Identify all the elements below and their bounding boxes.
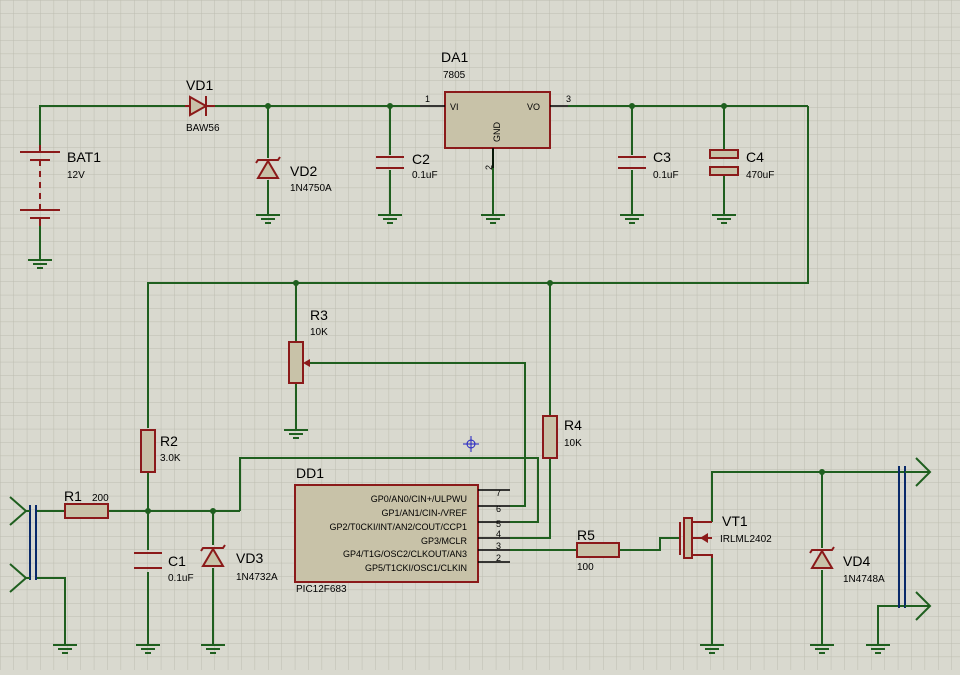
vd2-value: 1N4750A: [290, 183, 332, 194]
battery-bat1[interactable]: BAT1 12V: [20, 145, 101, 226]
capacitor-c2[interactable]: C2 0.1uF: [376, 151, 438, 181]
dd1-pin-number: 3: [496, 541, 501, 551]
capacitor-c1[interactable]: C1 0.1uF: [134, 552, 194, 584]
da1-value: 7805: [443, 70, 466, 81]
vt1-value: IRLML2402: [720, 534, 772, 545]
c2-value: 0.1uF: [412, 170, 438, 181]
c4-value: 470uF: [746, 170, 774, 181]
vd3-value: 1N4732A: [236, 572, 278, 583]
vd2-ref: VD2: [290, 163, 317, 179]
dd1-pin-name: GP4/T1G/OSC2/CLKOUT/AN3: [343, 549, 467, 559]
bat1-value: 12V: [67, 170, 85, 181]
r5-ref: R5: [577, 527, 595, 543]
r1-value: 200: [92, 493, 109, 504]
dd1-pin-name: GP5/T1CKI/OSC1/CLKIN: [365, 563, 467, 573]
potentiometer-r3[interactable]: R3 10K: [288, 307, 328, 384]
r3-value: 10K: [310, 327, 328, 338]
vd1-value: BAW56: [186, 123, 220, 134]
r5-value: 100: [577, 562, 594, 573]
regulator-da1[interactable]: DA1 7805 VI VO GND 1 3 2: [420, 49, 571, 170]
dd1-ref: DD1: [296, 465, 324, 481]
resistor-r1[interactable]: R1 200: [64, 488, 109, 519]
dd1-pin-number: 4: [496, 529, 501, 539]
c1-ref: C1: [168, 553, 186, 569]
dd1-pin-number: 6: [496, 504, 501, 514]
resistor-r5[interactable]: R5 100: [576, 527, 620, 573]
mosfet-vt1[interactable]: VT1 IRLML2402: [679, 513, 772, 559]
da1-pin-gnd: GND: [492, 122, 502, 143]
vt1-ref: VT1: [722, 513, 748, 529]
da1-pin2-num: 2: [484, 165, 494, 170]
vd4-value: 1N4748A: [843, 574, 885, 585]
r2-ref: R2: [160, 433, 178, 449]
dd1-pin-name: GP0/AN0/CIN+/ULPWU: [371, 494, 467, 504]
c3-value: 0.1uF: [653, 170, 679, 181]
diode-vd1[interactable]: VD1 BAW56: [185, 77, 220, 134]
vd4-ref: VD4: [843, 553, 870, 569]
r4-value: 10K: [564, 438, 582, 449]
r2-value: 3.0K: [160, 453, 181, 464]
capacitor-c3[interactable]: C3 0.1uF: [618, 149, 679, 181]
dd1-pin-number: 2: [496, 553, 501, 563]
dd1-pin-name: GP2/T0CKI/INT/AN2/COUT/CCP1: [329, 522, 467, 532]
c3-ref: C3: [653, 149, 671, 165]
wires: [36, 105, 905, 645]
dd1-pin-name: GP1/AN1/CIN-/VREF: [381, 508, 467, 518]
da1-pin3-num: 3: [566, 94, 571, 104]
dd1-pin-number: 5: [496, 519, 501, 529]
zener-vd4[interactable]: VD4 1N4748A: [809, 546, 885, 585]
c4-ref: C4: [746, 149, 764, 165]
vd1-ref: VD1: [186, 77, 213, 93]
dd1-pin-number: 7: [496, 488, 501, 498]
capacitor-c4[interactable]: C4 470uF: [709, 149, 774, 181]
da1-pin1-num: 1: [425, 94, 430, 104]
da1-ref: DA1: [441, 49, 468, 65]
bat1-ref: BAT1: [67, 149, 101, 165]
dd1-pin-lines: [478, 489, 510, 563]
r3-ref: R3: [310, 307, 328, 323]
da1-pin-vo: VO: [527, 102, 540, 112]
output-connector[interactable]: [898, 457, 932, 621]
zener-vd3[interactable]: VD3 1N4732A: [200, 544, 278, 583]
vd3-ref: VD3: [236, 550, 263, 566]
da1-pin-vi: VI: [450, 102, 459, 112]
resistor-r2[interactable]: R2 3.0K: [140, 429, 181, 473]
dd1-pin-name: GP3/MCLR: [421, 536, 468, 546]
zener-vd2[interactable]: VD2 1N4750A: [255, 156, 332, 194]
c2-ref: C2: [412, 151, 430, 167]
origin-marker-icon: [463, 436, 479, 452]
r4-ref: R4: [564, 417, 582, 433]
microcontroller-dd1[interactable]: DD1 PIC12F683 GP0/AN0/CIN+/ULPWU GP1/AN1…: [294, 465, 510, 595]
c1-value: 0.1uF: [168, 573, 194, 584]
ground-symbols: [28, 214, 890, 654]
dd1-value: PIC12F683: [296, 584, 347, 595]
resistor-r4[interactable]: R4 10K: [542, 415, 582, 459]
input-connector[interactable]: [9, 496, 37, 593]
r1-ref: R1: [64, 488, 82, 504]
junctions: [145, 103, 825, 514]
